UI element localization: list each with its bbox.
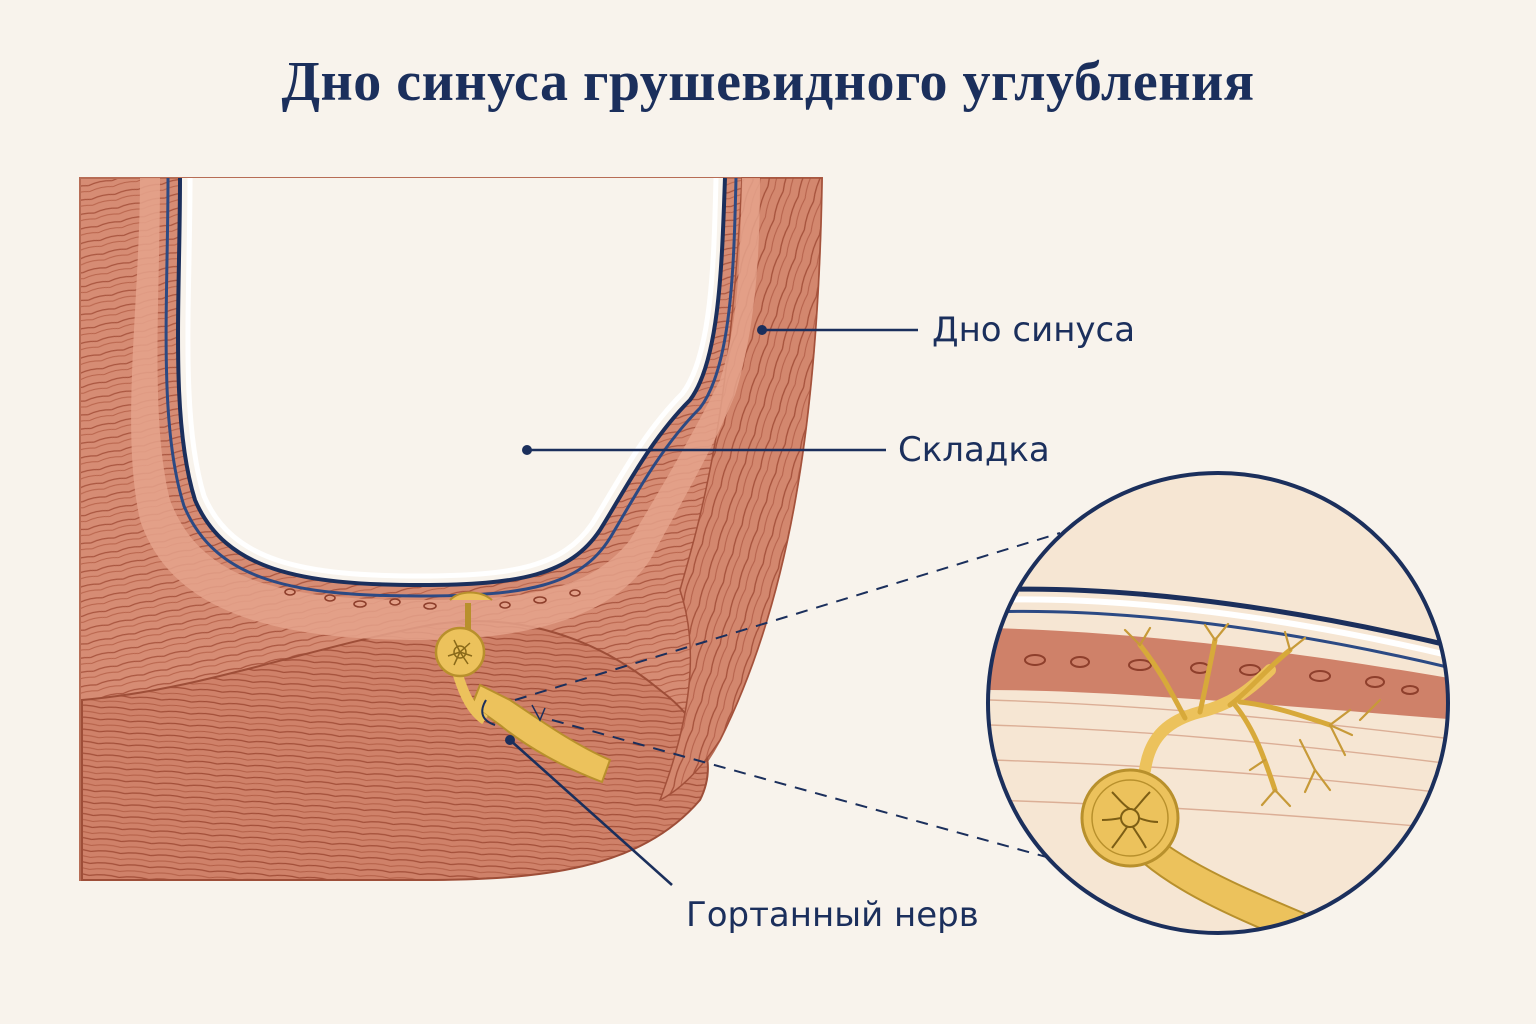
zoom-circle-border (986, 471, 1450, 935)
laryngeal-nerve-main (434, 591, 612, 784)
label-fold-group: Складка (522, 430, 1050, 470)
page-title: Дно синуса грушевидного углубления (281, 51, 1255, 113)
label-sinus-floor: Дно синуса (932, 310, 1135, 350)
sinus-lumen (164, 177, 738, 598)
zoom-connector-top (514, 532, 1061, 701)
nerve-ganglion-large (1080, 768, 1180, 868)
leader-line (509, 739, 673, 886)
zoom-inset (514, 471, 1450, 935)
label-sinus-floor-group: Дно синуса (757, 310, 1135, 350)
label-laryngeal-nerve: Гортанный нерв (686, 895, 979, 935)
zoom-connector-bottom (551, 719, 1051, 859)
label-laryngeal-nerve-group: Гортанный нерв (505, 735, 979, 935)
label-fold: Складка (898, 430, 1050, 470)
